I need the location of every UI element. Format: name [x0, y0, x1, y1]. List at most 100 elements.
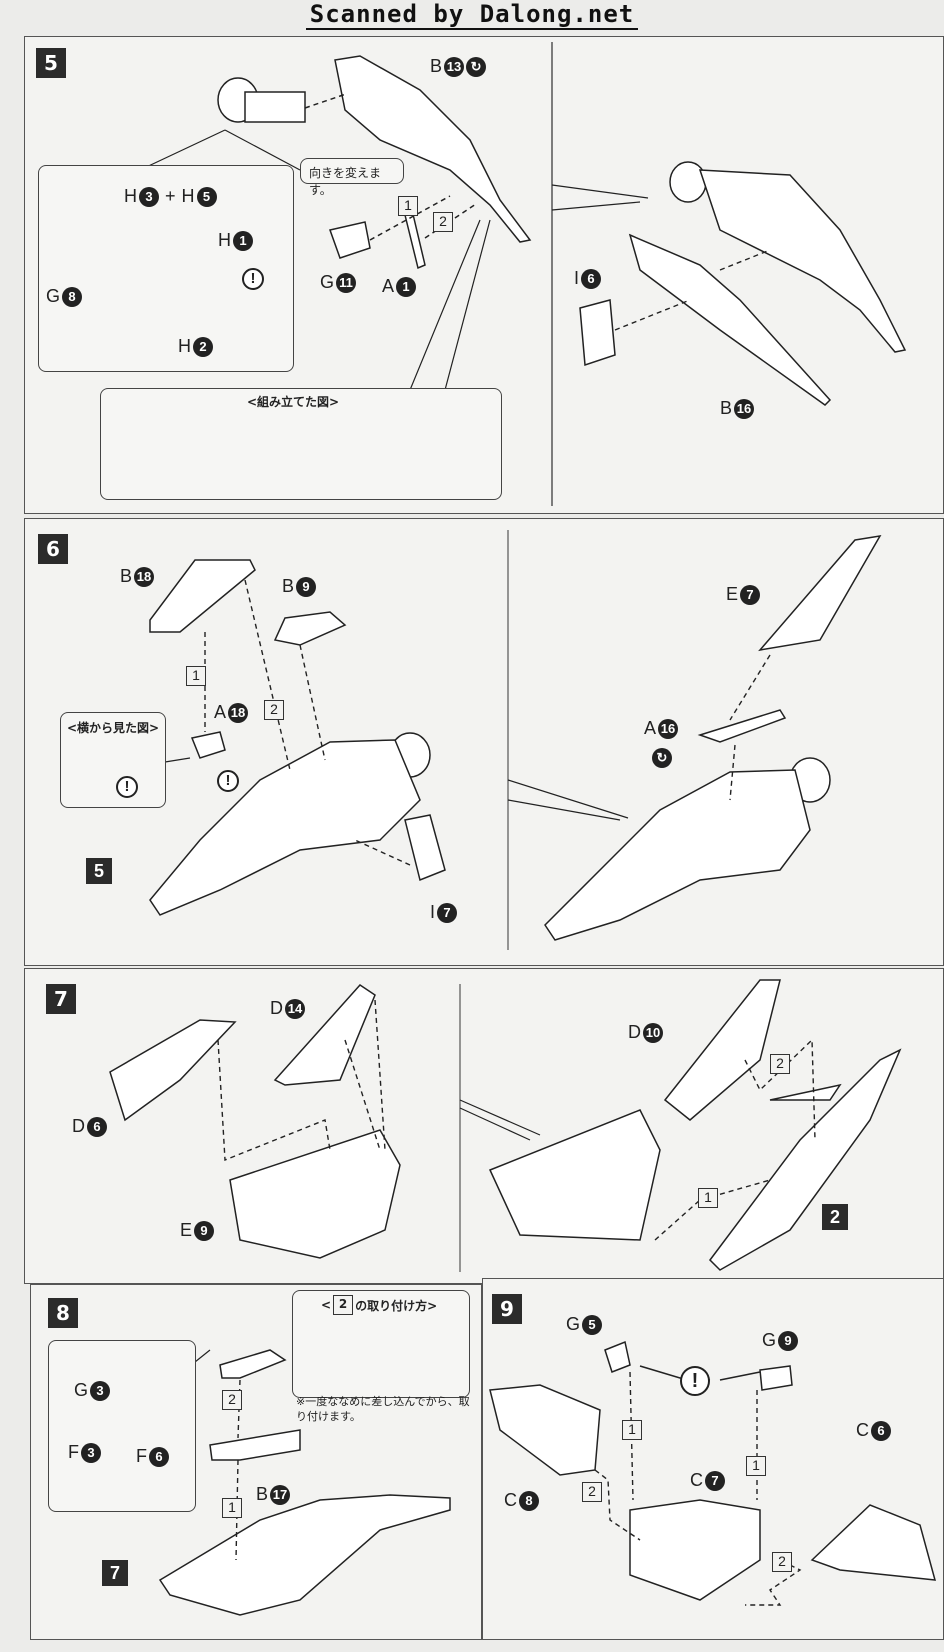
order-2: 2: [770, 1054, 790, 1074]
warning-icon: !: [680, 1366, 710, 1396]
label-f3: F 3: [68, 1442, 101, 1463]
part-letter: H: [178, 336, 191, 356]
turn-note-text: 向きを変えます。: [309, 166, 382, 197]
part-letter: B: [720, 398, 733, 418]
attach-method-callout: < 2 の取り付け方>: [292, 1290, 470, 1398]
label-c8: C 8: [504, 1490, 539, 1511]
part-letter: D: [270, 998, 283, 1018]
label-g8: G 8: [46, 286, 83, 307]
part-letter: G: [320, 272, 335, 292]
label-b16: B 16: [720, 398, 755, 419]
order-box: 1: [746, 1456, 766, 1476]
label-i6: I 6: [574, 268, 602, 289]
label-e7: E 7: [726, 584, 761, 605]
order-1: 1: [398, 196, 418, 216]
part-number: 3: [90, 1380, 111, 1401]
label-c6: C 6: [856, 1420, 891, 1441]
part-letter: C: [690, 1470, 703, 1490]
part-number: 3: [81, 1442, 101, 1463]
step-7-panel: [24, 968, 944, 1284]
part-number: 1: [396, 276, 417, 297]
order-box: 1: [698, 1188, 718, 1208]
part-number: 3: [139, 186, 159, 207]
part-number: 7: [437, 902, 458, 923]
assembled-view-title: <組み立てた図>: [247, 395, 340, 409]
warning-icon: !: [242, 268, 264, 290]
label-d10: D 10: [628, 1022, 663, 1043]
part-letter: B: [256, 1484, 269, 1504]
step-ref-box: 7: [102, 1560, 128, 1586]
order-box: 2: [333, 1295, 354, 1315]
part-number: 5: [196, 186, 217, 207]
step-5-number: 5: [36, 48, 66, 78]
label-h3-h5: H 3 + H 5: [124, 186, 217, 207]
part-letter: A: [644, 718, 657, 738]
label-d6: D 6: [72, 1116, 107, 1137]
title-text: の取り付け方>: [355, 1298, 438, 1313]
order-box: 1: [222, 1498, 242, 1518]
attach-method-note: ※一度ななめに差し込んでから、取り付けます。: [296, 1395, 470, 1423]
label-a18: A 18: [214, 702, 249, 723]
part-number: 8: [519, 1490, 539, 1511]
part-letter: I: [574, 268, 580, 288]
part-number: 6: [871, 1420, 891, 1441]
warning-h1: !: [242, 268, 264, 290]
order-box: 2: [582, 1482, 602, 1502]
step-ref-box: 5: [86, 858, 112, 884]
step-6-number: 6: [38, 534, 68, 564]
label-h2: H 2: [178, 336, 213, 357]
ref-step-5: 5: [86, 858, 112, 884]
order-1-left: 1: [622, 1420, 642, 1440]
label-a1: A 1: [382, 276, 417, 297]
order-2-right: 2: [772, 1552, 792, 1572]
label-g9: G 9: [762, 1330, 799, 1351]
ref-step-2: 2: [822, 1204, 848, 1230]
label-e9: E 9: [180, 1220, 215, 1241]
order-box: 2: [772, 1552, 792, 1572]
part-letter: G: [566, 1314, 581, 1334]
part-number: 10: [643, 1022, 663, 1043]
label-g5: G 5: [566, 1314, 603, 1335]
warning-icon: !: [116, 776, 138, 798]
order-box: 1: [186, 666, 206, 686]
part-number: 18: [134, 566, 155, 587]
part-number: 16: [658, 718, 679, 739]
part-number: 17: [270, 1484, 291, 1505]
part-number: 16: [734, 398, 755, 419]
scan-watermark: Scanned by Dalong.net: [0, 0, 944, 36]
side-view-title: <横から見た図>: [67, 721, 160, 735]
rotate-icon: ↻: [466, 56, 487, 77]
order-1: 1: [698, 1188, 718, 1208]
order-box: 2: [770, 1054, 790, 1074]
label-b17: B 17: [256, 1484, 291, 1505]
attach-method-title: < 2 の取り付け方>: [321, 1295, 437, 1315]
warning-a18: !: [217, 770, 239, 792]
part-number: 1: [233, 230, 253, 251]
ref-step-7: 7: [102, 1560, 128, 1586]
part-letter: D: [628, 1022, 641, 1042]
part-number: 6: [581, 268, 602, 289]
order-2-left: 2: [582, 1482, 602, 1502]
plus-sign: +: [165, 186, 176, 206]
label-i7: I 7: [430, 902, 458, 923]
part-letter: B: [120, 566, 133, 586]
part-number: 18: [228, 702, 249, 723]
label-b18: B 18: [120, 566, 155, 587]
order-box: 2: [222, 1390, 242, 1410]
part-letter: E: [180, 1220, 193, 1240]
watermark-text: Scanned by Dalong.net: [305, 0, 639, 30]
part-letter: G: [74, 1380, 89, 1400]
part-number: 7: [740, 584, 761, 605]
part-number: 14: [285, 998, 305, 1019]
part-letter: I: [430, 902, 436, 922]
part-number: 8: [62, 286, 83, 307]
part-letter: G: [762, 1330, 777, 1350]
step-7-number: 7: [46, 984, 76, 1014]
part-letter: E: [726, 584, 739, 604]
part-number: 2: [193, 336, 213, 357]
part-letter: F: [68, 1442, 79, 1462]
label-g11: G 11: [320, 272, 357, 293]
order-2: 2: [222, 1390, 242, 1410]
label-b13: B 13 ↻: [430, 56, 487, 77]
